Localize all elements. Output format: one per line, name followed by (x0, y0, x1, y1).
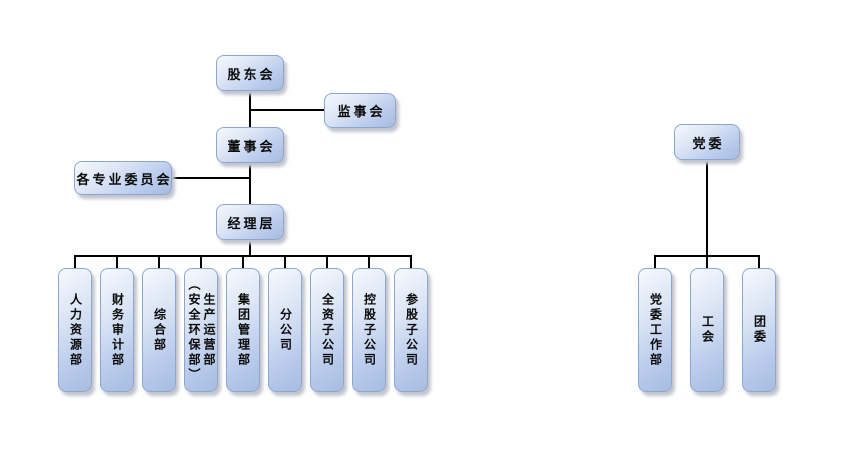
connector-line (250, 109, 325, 111)
connector-line (326, 255, 328, 268)
connector-line (654, 255, 656, 268)
connector-line (249, 240, 251, 257)
node-holding-subsidiary: 控股子公司 (352, 268, 386, 392)
node-management: 经理层 (216, 204, 284, 240)
connector-line (200, 255, 202, 268)
node-department-label: 集团管理部 (236, 292, 251, 368)
connector-line (116, 255, 118, 268)
node-party-committee: 党委 (674, 124, 740, 160)
node-branch-company: 分公司 (268, 268, 302, 392)
connector-line (368, 255, 370, 268)
connector-line (654, 255, 760, 257)
node-department-group-management: 集团管理部 (226, 268, 260, 392)
node-party-branch-label: 党委工作部 (648, 292, 663, 368)
connector-line (284, 255, 286, 268)
node-department-label: 生产运营部 （安全环保部） (187, 277, 216, 383)
node-department-hr: 人力资源部 (58, 268, 92, 392)
node-committees: 各专业委员会 (74, 161, 172, 195)
node-department-general: 综合部 (142, 268, 176, 392)
connector-line (172, 177, 250, 179)
connector-line (242, 255, 244, 268)
connector-line (706, 160, 708, 268)
connector-line (74, 255, 76, 268)
node-board-of-directors-label: 董事会 (227, 138, 276, 154)
node-department-label: 人力资源部 (68, 292, 83, 368)
node-equity-subsidiary: 参股子公司 (394, 268, 428, 392)
node-shareholders: 股东会 (216, 55, 284, 91)
connector-line (758, 255, 760, 268)
node-party-work-department: 党委工作部 (638, 268, 672, 392)
node-department-label: 全资子公司 (320, 292, 335, 368)
node-department-label: 分公司 (278, 307, 293, 353)
node-management-label: 经理层 (227, 215, 276, 231)
node-department-label: 参股子公司 (404, 292, 419, 368)
node-department-label: 综合部 (152, 307, 167, 353)
node-wholly-owned-subsidiary: 全资子公司 (310, 268, 344, 392)
node-shareholders-label: 股东会 (227, 66, 276, 82)
node-committees-label: 各专业委员会 (76, 171, 173, 187)
node-board-of-directors: 董事会 (216, 127, 284, 163)
node-department-production-operations: 生产运营部 （安全环保部） (184, 268, 218, 392)
connector-line (249, 163, 251, 205)
node-party-committee-label: 党委 (692, 135, 725, 151)
connector-line (158, 255, 160, 268)
node-department-label: 控股子公司 (362, 292, 377, 368)
node-party-branch-label: 团委 (752, 315, 767, 345)
node-labor-union: 工会 (690, 268, 724, 392)
node-department-finance-audit: 财务审计部 (100, 268, 134, 392)
node-party-branch-label: 工会 (700, 315, 715, 345)
connector-line (410, 255, 412, 268)
node-supervisory-board-label: 监事会 (337, 104, 386, 119)
node-department-label: 财务审计部 (110, 292, 125, 368)
node-supervisory-board: 监事会 (324, 93, 396, 128)
node-youth-league: 团委 (742, 268, 776, 392)
